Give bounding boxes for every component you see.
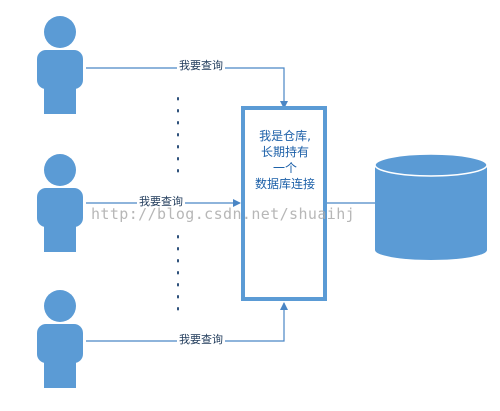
- warehouse-text-line-4: 数据库连接: [254, 177, 315, 191]
- user-icon-bottom: [37, 290, 83, 388]
- warehouse-box: [241, 106, 327, 301]
- query-label-top: 我要查询: [177, 59, 225, 72]
- database-icon: [374, 153, 488, 260]
- query-label-middle: 我要查询: [137, 195, 185, 208]
- connector-bottom: [86, 302, 288, 342]
- warehouse-text-line-1: 我是仓库,: [259, 129, 311, 143]
- warehouse-text-line-2: 长期持有: [260, 145, 309, 159]
- query-label-bottom: 我要查询: [177, 333, 225, 346]
- connector-top: [86, 67, 288, 109]
- user-icon-top: [37, 16, 83, 114]
- warehouse-text-line-3: 一个: [272, 161, 297, 175]
- user-icon-middle: [37, 154, 83, 252]
- watermark: http://blog.csdn.net/shuaihj: [91, 205, 356, 223]
